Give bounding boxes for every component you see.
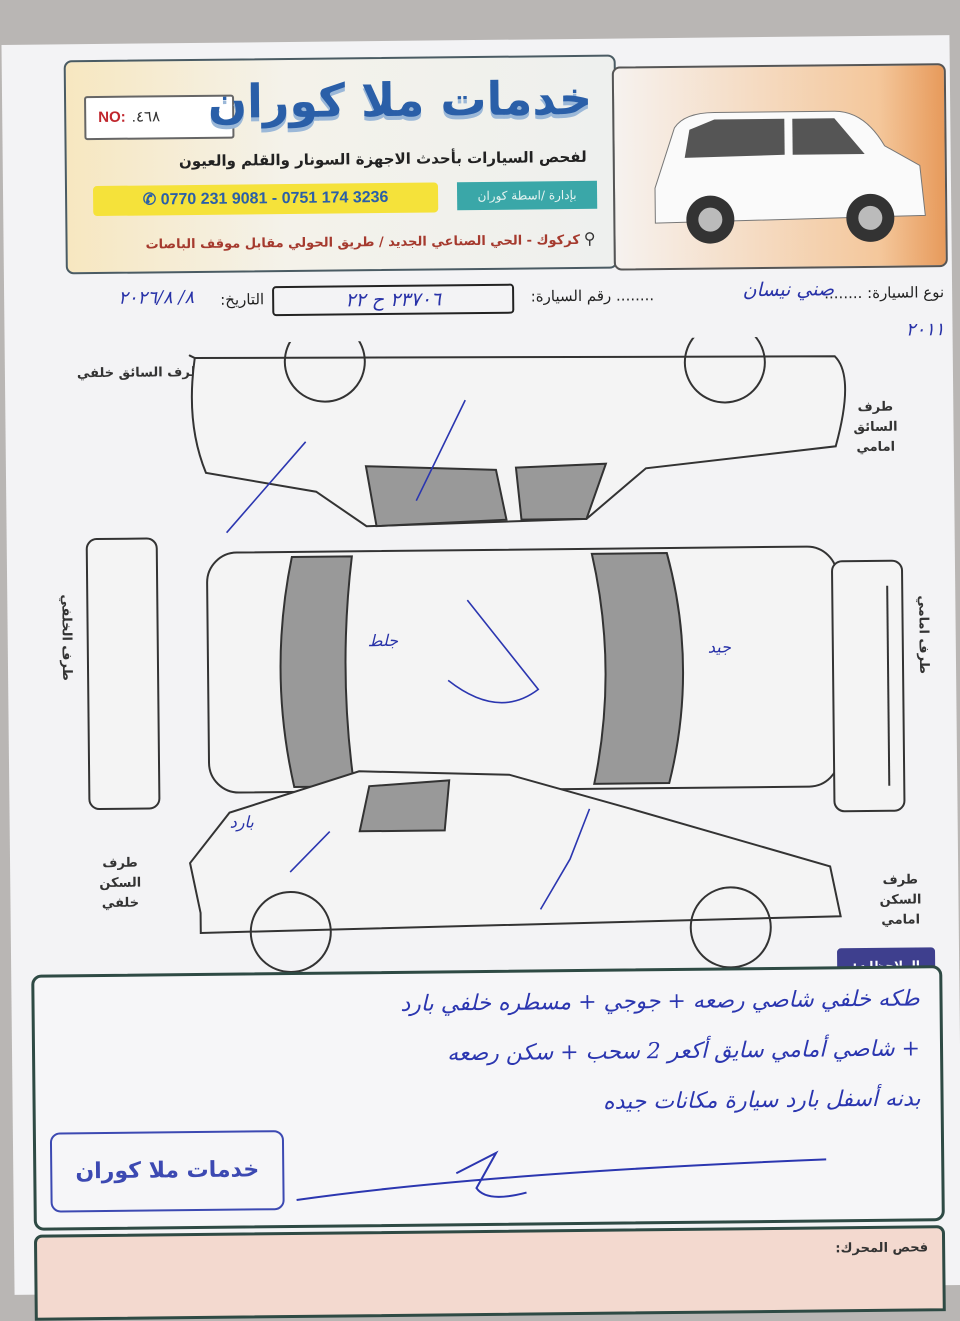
brand-logo: خدمات ملا كوران — [207, 70, 593, 129]
management: بإدارة /اسطة كوران — [456, 180, 598, 211]
car-info-row: نوع السيارة: ........ صني نيسان ........… — [64, 275, 945, 340]
suv-image — [654, 110, 926, 244]
date-value: ٨/ ٢٠٢٦/٨ — [118, 286, 195, 309]
map-pin-icon: ⚲ — [583, 228, 596, 248]
note-line: بدنه أسفل بارد سيارة مكانات جيده — [602, 1086, 921, 1115]
phones-text: 0770 231 9081 - 0751 174 3236 — [160, 188, 389, 209]
car-damage-diagram — [85, 335, 906, 974]
engine-inspection-section: فحص المحرك: — [33, 1225, 946, 1321]
car-type-label: نوع السيارة: ........ — [824, 283, 945, 303]
mark-text: جيد — [707, 637, 732, 657]
phone-numbers: ✆ 0770 231 9081 - 0751 174 3236 — [92, 182, 439, 217]
note-line: طكه خلفي شاصي رصعه + جوجي + مسطره خلفي ب… — [400, 986, 920, 1017]
date-label: التاريخ: — [220, 290, 265, 309]
plate-label: ........ رقم السيارة: — [530, 286, 655, 306]
car-bottom-side — [188, 770, 842, 974]
mark-text: جلط — [367, 630, 399, 651]
signature — [296, 1150, 827, 1201]
handwritten-check-marks — [225, 399, 591, 910]
tagline: لفحص السيارات بأحدث الاجهزة السونار والق… — [178, 147, 587, 171]
notes-box: طكه خلفي شاصي رصعه + جوجي + مسطره خلفي ب… — [31, 965, 945, 1231]
mark-text: بارد — [229, 812, 254, 832]
number-label: NO: — [98, 108, 126, 126]
address: ⚲كركوك - الحي الصناعي الجديد / طريق الحو… — [145, 229, 595, 253]
inspection-form: NO: .٤٦٨ خدمات ملا كوران لفحص السيارات بأ… — [1, 35, 960, 1321]
company-stamp: خدمات ملا كوران — [49, 1130, 285, 1213]
plate-value: ٢٣٧٠٦ ح ٢٢ — [345, 288, 442, 312]
car-top-side — [188, 335, 847, 528]
header-banner: NO: .٤٦٨ خدمات ملا كوران لفحص السيارات بأ… — [63, 54, 618, 275]
address-text: كركوك - الحي الصناعي الجديد / طريق الحول… — [145, 232, 580, 253]
plate-box: ٢٣٧٠٦ ح ٢٢ — [272, 283, 515, 317]
phone-icon: ✆ — [142, 191, 161, 209]
note-line: + شاصي أمامي سايق أكعر 2 سحب + سكن رصعه — [447, 1036, 921, 1067]
car-type-value: صني نيسان — [742, 278, 835, 302]
engine-label: فحص المحرك: — [835, 1240, 929, 1257]
number-value: .٤٦٨ — [131, 108, 161, 126]
car-photo — [611, 63, 948, 271]
